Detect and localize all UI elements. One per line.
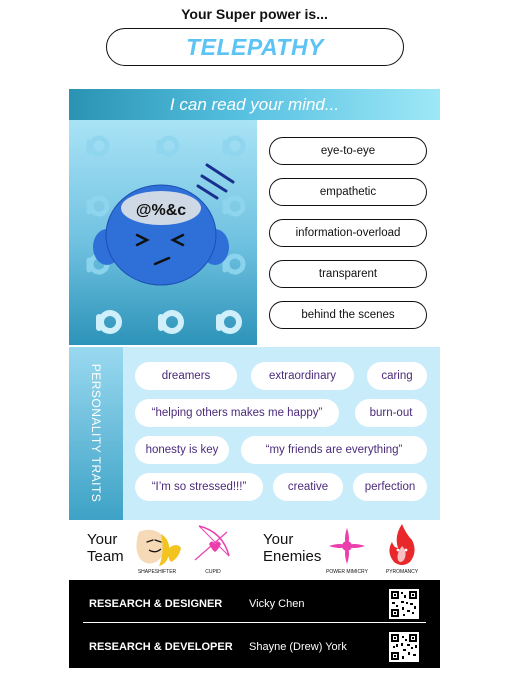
personality-bubble: creative [273, 473, 343, 501]
qr-code-icon [389, 589, 419, 619]
personality-bubble: “my friends are everything” [241, 436, 427, 464]
personality-bubble: extraordinary [251, 362, 354, 390]
page-title: Your Super power is... [181, 6, 328, 22]
personality-bubble: caring [367, 362, 427, 390]
enemy-caption: PYROMANCY [385, 569, 419, 575]
enemy-caption: POWER MIMICRY [326, 569, 368, 575]
personality-bubble: dreamers [135, 362, 237, 390]
credit-role: RESEARCH & DEVELOPER [89, 641, 233, 653]
personality-label: PERSONALITY TRAITS [89, 363, 103, 503]
credit-name: Shayne (Drew) York [249, 641, 347, 653]
credits-divider [83, 622, 426, 623]
superpower-name: TELEPATHY [106, 28, 404, 66]
team-enemies-row: Your Team SHAPESHIFTER CUPID Your Enemie… [69, 522, 440, 578]
power-mimicry-icon [329, 528, 365, 564]
trait-pill: information-overload [269, 219, 427, 247]
team-label: Your Team [87, 531, 124, 565]
swirl-pattern-bottom-icon [96, 310, 242, 335]
trait-pill: behind the scenes [269, 301, 427, 329]
thought-lines-icon [196, 163, 235, 200]
pyromancy-flame-icon [389, 524, 415, 565]
team-member-caption: SHAPESHIFTER [137, 569, 177, 575]
personality-bubble: “helping others makes me happy” [135, 399, 339, 427]
superpower-card: Your Super power is... TELEPATHY I can r… [69, 0, 440, 668]
tagline-banner: I can read your mind... [69, 89, 440, 120]
mascot-art-panel: @%&c [69, 120, 257, 345]
personality-sidebar: PERSONALITY TRAITS [69, 347, 123, 520]
trait-pill: eye-to-eye [269, 137, 427, 165]
forehead-symbols: @%&c [136, 202, 186, 219]
personality-bubble: perfection [353, 473, 427, 501]
credit-name: Vicky Chen [249, 598, 305, 610]
cupid-bow-icon [194, 525, 230, 561]
personality-bubble: honesty is key [135, 436, 229, 464]
traits-list: eye-to-eye empathetic information-overlo… [269, 137, 427, 342]
trait-pill: empathetic [269, 178, 427, 206]
personality-section: PERSONALITY TRAITS dreamers extraordinar… [69, 347, 440, 520]
swirl-pattern-icon [86, 135, 246, 275]
personality-bubble: “I’m so stressed!!!” [135, 473, 263, 501]
credit-role: RESEARCH & DESIGNER [89, 598, 223, 610]
telepathy-mascot-icon: @%&c [86, 135, 246, 335]
team-member-caption: CUPID [205, 569, 221, 575]
credits-footer: RESEARCH & DESIGNER Vicky Chen RESEARCH … [69, 580, 440, 668]
shapeshifter-icon [136, 529, 181, 566]
qr-code-icon [389, 632, 419, 662]
trait-pill: transparent [269, 260, 427, 288]
personality-bubble: burn-out [355, 399, 427, 427]
personality-bubbles: dreamers extraordinary caring “helping o… [123, 347, 440, 520]
enemies-label: Your Enemies [263, 531, 322, 565]
